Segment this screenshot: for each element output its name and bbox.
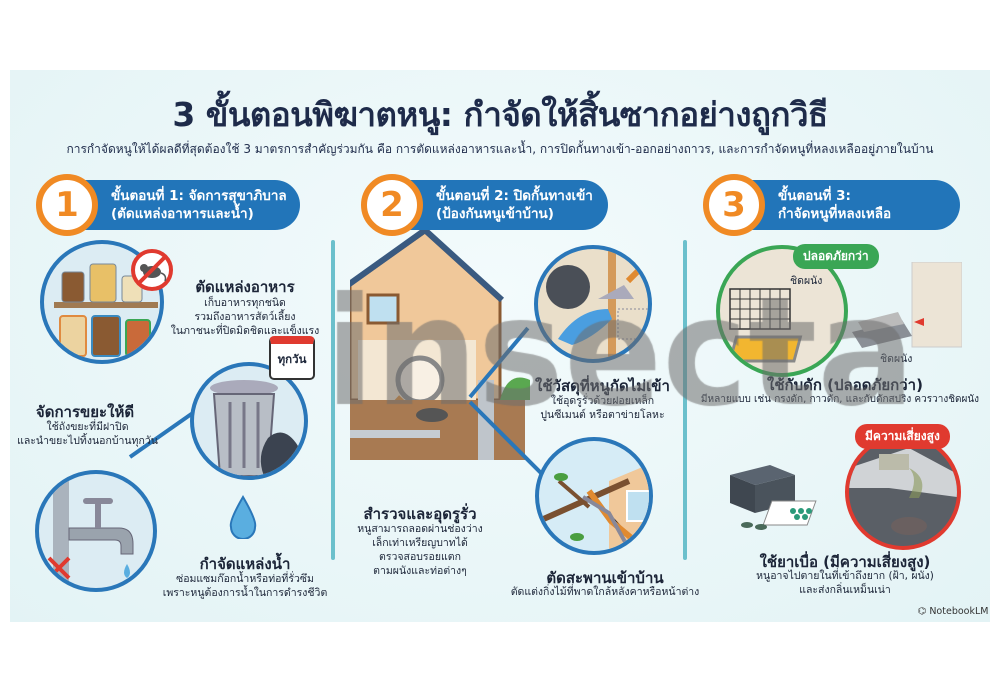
tree-branch-illustration [535, 437, 653, 555]
step-1-title: ขั้นตอนที่ 1: จัดการสุขาภิบาล [111, 188, 287, 204]
step-2-number: 2 [361, 174, 423, 236]
water-drop-icon [228, 495, 258, 543]
safer-tag: ปลอดภัยกว่า [793, 244, 879, 269]
desc-line: ในภาชนะที่ปิดมิดชิดและแข็งแรง [170, 325, 320, 337]
branding-text: NotebookLM [929, 606, 989, 617]
dead-rat-illustration [845, 434, 961, 550]
item-description: ซ่อมแซมก๊อกน้ำหรือท่อที่รั่วซึมเพราะหนูต… [160, 572, 330, 600]
rat-icon [137, 255, 167, 285]
step-3-header: ขั้นตอนที่ 3: กำจัดหนูที่หลงเหลือ [752, 180, 960, 230]
faucet-icon [47, 474, 134, 588]
calendar-badge: ทุกวัน [269, 336, 315, 380]
item-heading: สำรวจและอุดรูรั่ว [363, 505, 477, 523]
step-3-title: ขั้นตอนที่ 3: [778, 188, 851, 204]
notebooklm-branding: ⌬ NotebookLM [918, 606, 988, 617]
sealing-materials-illustration [534, 245, 652, 363]
jars-icon [54, 263, 158, 357]
step-2-subtitle: (ป้องกันหนูเข้าบ้าน) [436, 206, 554, 222]
step-2-title: ขั้นตอนที่ 2: ปิดกั้นทางเข้า [436, 188, 593, 204]
house-icon [346, 226, 530, 460]
step-3-subtitle: กำจัดหนูที่หลงเหลือ [778, 206, 892, 222]
step-1-number: 1 [36, 174, 98, 236]
step-1-header: ขั้นตอนที่ 1: จัดการสุขาภิบาล (ตัดแหล่งอา… [85, 180, 300, 230]
desc-line: เล็กเท่าเหรียญบาทได้ [372, 537, 468, 549]
item-description: ใช้ถังขยะที่มีฝาปิดและนำขยะไปทิ้งนอกบ้าน… [15, 420, 160, 448]
desc-line: ตามผนังและท่อต่างๆ [373, 565, 467, 577]
desc-line: หนูสามารถลอดผ่านช่องว่าง [357, 523, 483, 535]
ceiling-rat-icon [849, 448, 957, 535]
desc-line: ใช้ถังขยะที่มีฝาปิด [46, 421, 129, 433]
column-divider [683, 240, 687, 560]
item-description: ตัดแต่งกิ่งไม้ที่พาดใกล้หลังคาหรือหน้าต่… [510, 586, 700, 598]
item-description: มีหลายแบบ เช่น กรงดัก, กาวดัก, และกับดัก… [700, 394, 980, 405]
item-heading: ตัดสะพานเข้าบ้าน [546, 569, 664, 587]
step-1-subtitle: (ตัดแหล่งอาหารและน้ำ) [111, 206, 254, 222]
desc-line: และส่งกลิ่นเหม็นเน่า [799, 584, 891, 596]
column-divider [331, 240, 335, 560]
item-heading: จัดการขยะให้ดี [35, 403, 135, 421]
page-title: 3 ขั้นตอนพิฆาตหนู: กำจัดให้สิ้นซากอย่างถ… [172, 95, 828, 134]
bait-box-icon [730, 465, 817, 530]
bait-station-illustration [725, 465, 845, 539]
desc-line: ปูนซีเมนต์ หรือตาข่ายโลหะ [540, 409, 665, 421]
desc-line: ตรวจสอบรอยแตก [379, 551, 461, 563]
desc-line: หนูอาจไปตายในที่เข้าถึงยาก (ฝ้า, ผนัง) [756, 570, 934, 582]
item-description: หนูสามารถลอดผ่านช่องว่างเล็กเท่าเหรียญบา… [350, 522, 490, 578]
item-description: หนูอาจไปตายในที่เข้าถึงยาก (ฝ้า, ผนัง) แล… [740, 569, 950, 597]
item-description: เก็บอาหารทุกชนิดรวมถึงอาหารสัตว์เลี้ยงใน… [170, 296, 320, 338]
item-heading: กำจัดแหล่งน้ำ [199, 555, 291, 573]
item-heading: ใช้ยาเบื่อ (มีความเสี่ยงสูง) [759, 553, 931, 571]
leaking-faucet-illustration [35, 470, 157, 592]
desc-line: ใช้อุดรูรั่วด้วยฝอยเหล็ก [550, 395, 655, 407]
desc-line: รวมถึงอาหารสัตว์เลี้ยง [194, 311, 296, 323]
step-2-header: ขั้นตอนที่ 2: ปิดกั้นทางเข้า (ป้องกันหนูเ… [410, 180, 608, 230]
desc-line: เก็บอาหารทุกชนิด [204, 297, 286, 309]
notebooklm-logo-icon: ⌬ [918, 606, 930, 617]
snap-trap-icon [852, 261, 963, 348]
step-3-number: 3 [703, 174, 765, 236]
trap-label: ชิดผนัง [790, 275, 823, 287]
trash-can-icon [210, 380, 300, 476]
desc-line: เพราะหนูต้องการน้ำในการดำรงชีวิต [162, 587, 328, 599]
desc-line: และนำขยะไปทิ้งนอกบ้านทุกวัน [17, 435, 158, 447]
snap-trap-illustration [852, 261, 963, 356]
item-heading: ตัดแหล่งอาหาร [195, 278, 295, 296]
page-subtitle: การกำจัดหนูให้ได้ผลดีที่สุดต้องใช้ 3 มาต… [66, 142, 934, 156]
desc-line: ซ่อมแซมก๊อกน้ำหรือท่อที่รั่วซึม [176, 573, 314, 585]
no-rat-icon [131, 249, 173, 291]
item-description: ใช้อุดรูรั่วด้วยฝอยเหล็กปูนซีเมนต์ หรือต… [535, 394, 670, 422]
trash-bin-illustration [190, 362, 308, 480]
high-risk-tag: มีความเสี่ยงสูง [855, 424, 950, 449]
trap-label: ชิดผนัง [880, 353, 913, 365]
